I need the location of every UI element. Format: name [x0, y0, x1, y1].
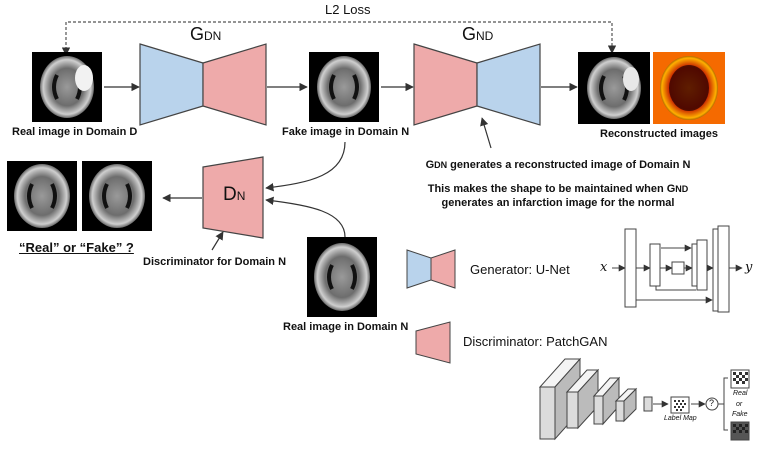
unet-input-label: x — [600, 260, 608, 275]
patchgan-label-map: Label Map — [664, 415, 697, 422]
generator-gdn — [139, 43, 267, 126]
generator-gnd — [413, 43, 541, 126]
legend-discriminator-swatch — [415, 321, 451, 364]
patchgan-diagram — [538, 357, 750, 441]
mri-reconstructed — [578, 52, 650, 124]
flow-arrows — [104, 82, 578, 251]
explanation-note: GDN generates a reconstructed image of D… — [408, 158, 708, 210]
caption-fake-domain-n: Fake image in Domain N — [282, 126, 410, 138]
dn-sub: N — [236, 189, 246, 203]
l2-loss-label: L2 Loss — [325, 2, 371, 17]
mri-example-a — [7, 161, 77, 231]
dn-main: D — [223, 184, 237, 205]
note-line-3: generates an infarction image for the no… — [441, 197, 675, 209]
unet-output-label: y — [745, 260, 753, 275]
caption-real-domain-d: Real image in Domain D — [12, 126, 138, 138]
legend-generator-swatch — [406, 249, 456, 289]
patchgan-question: ? — [709, 398, 715, 408]
gdn-title: GDN — [190, 24, 221, 45]
heatmap-difference — [653, 52, 725, 124]
real-or-fake-question: “Real” or “Fake” ? — [19, 240, 134, 255]
gdn-main: G — [190, 24, 205, 44]
gnd-title: GND — [462, 24, 493, 45]
mri-real-domain-n — [307, 237, 377, 317]
note-line-1: GDN generates a reconstructed image of D… — [425, 159, 691, 171]
patchgan-or: or — [736, 401, 743, 408]
patchgan-fake: Fake — [732, 411, 748, 418]
gnd-main: G — [462, 24, 477, 44]
note-line-2: This makes the shape to be maintained wh… — [427, 183, 689, 195]
mri-real-domain-d — [32, 52, 102, 122]
legend-generator-label: Generator: U-Net — [470, 262, 570, 277]
discriminator-dn — [202, 156, 264, 239]
mri-example-b — [82, 161, 152, 231]
legend-discriminator-label: Discriminator: PatchGAN — [463, 334, 608, 349]
caption-discriminator: Discriminator for Domain N — [143, 256, 287, 268]
gnd-sub: ND — [476, 29, 494, 43]
caption-real-domain-n: Real image in Domain N — [283, 321, 409, 333]
caption-reconstructed: Reconstructed images — [600, 128, 718, 140]
dn-title: DN — [223, 184, 245, 206]
l2-loss-connector — [61, 21, 617, 56]
mri-fake-domain-n — [309, 52, 379, 122]
gdn-sub: DN — [204, 29, 222, 43]
patchgan-real: Real — [733, 390, 748, 397]
unet-diagram — [612, 225, 743, 313]
